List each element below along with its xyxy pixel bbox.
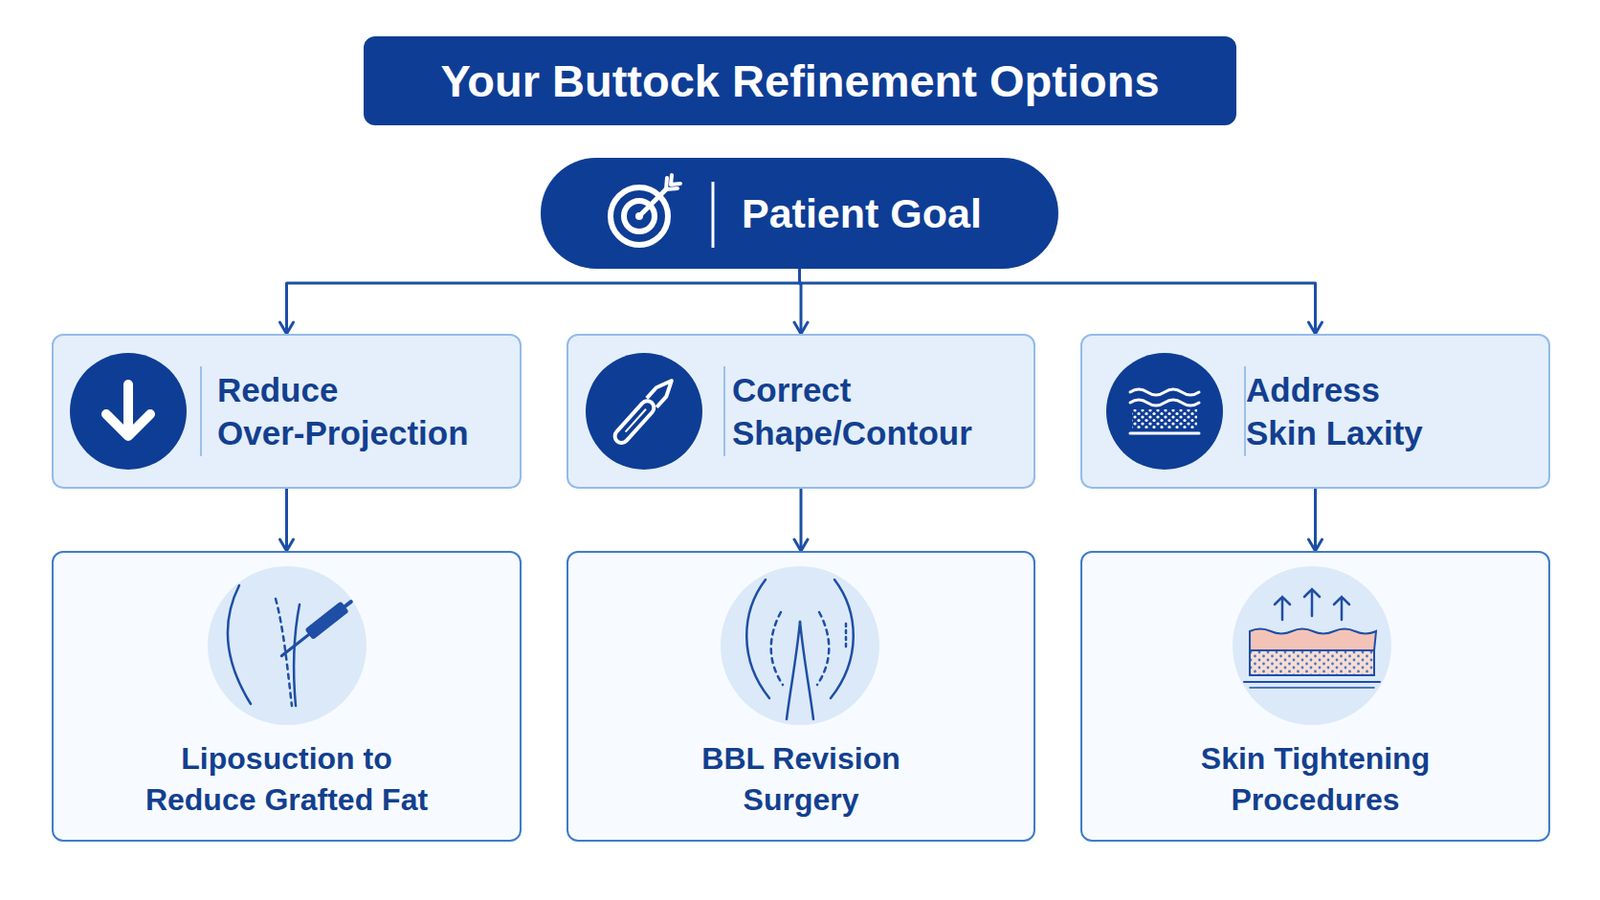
text-word: Revision bbox=[772, 741, 900, 777]
node-label: Patient Goal bbox=[741, 190, 982, 238]
procedure-box: Liposuction to Reduce Grafted Fat bbox=[51, 551, 522, 843]
text-word: Tightening bbox=[1273, 741, 1430, 777]
text-word: Grafted bbox=[264, 782, 374, 818]
text-word: Skin bbox=[1245, 414, 1317, 452]
diagram-title: Your Buttock Refinement Options bbox=[440, 54, 1159, 108]
text-word: Shape/Contour bbox=[732, 414, 973, 452]
text-word: Skin bbox=[1200, 741, 1267, 777]
title-bar: Your Buttock Refinement Options bbox=[363, 36, 1237, 126]
goal-box: Address Skin Laxity bbox=[1080, 333, 1551, 489]
text-word: Surgery bbox=[743, 782, 860, 818]
flow-arrow bbox=[800, 268, 1316, 334]
text-word: Over-Projection bbox=[217, 414, 469, 452]
text-word: Address bbox=[1245, 371, 1380, 409]
goal-box: Reduce Over-Projection bbox=[51, 333, 522, 489]
text-word: Reduce bbox=[145, 782, 257, 818]
node-label: Liposuction to Reduce Grafted Fat bbox=[133, 738, 441, 822]
node-label: BBL Revision Surgery bbox=[647, 738, 955, 822]
procedure-box: BBL Revision Surgery bbox=[566, 551, 1036, 843]
text-word: Fat bbox=[381, 782, 428, 818]
node-label: Address Skin Laxity bbox=[1245, 368, 1443, 455]
node-label: Reduce Over-Projection bbox=[217, 368, 505, 455]
flow-arrow bbox=[285, 488, 289, 552]
text-word: Patient bbox=[741, 190, 879, 237]
procedure-box: Skin Tightening Procedures bbox=[1080, 551, 1551, 843]
text-word: Liposuction bbox=[180, 741, 355, 777]
text-word: Reduce bbox=[217, 371, 338, 409]
text-word: Correct bbox=[732, 371, 851, 409]
text-word: BBL bbox=[701, 741, 764, 777]
text-word: Laxity bbox=[1326, 414, 1423, 452]
text-word: to bbox=[363, 741, 393, 777]
flow-arrow bbox=[800, 488, 803, 552]
flow-arrow bbox=[1313, 488, 1317, 552]
node-label: Correct Shape/Contour bbox=[732, 368, 1020, 455]
text-word: Goal bbox=[889, 190, 982, 237]
flow-arrow bbox=[287, 268, 800, 334]
goal-pill: Patient Goal bbox=[540, 157, 1059, 269]
text-word: Procedures bbox=[1230, 782, 1400, 818]
node-label: Skin Tightening Procedures bbox=[1162, 738, 1469, 822]
goal-box: Correct Shape/Contour bbox=[566, 333, 1036, 489]
